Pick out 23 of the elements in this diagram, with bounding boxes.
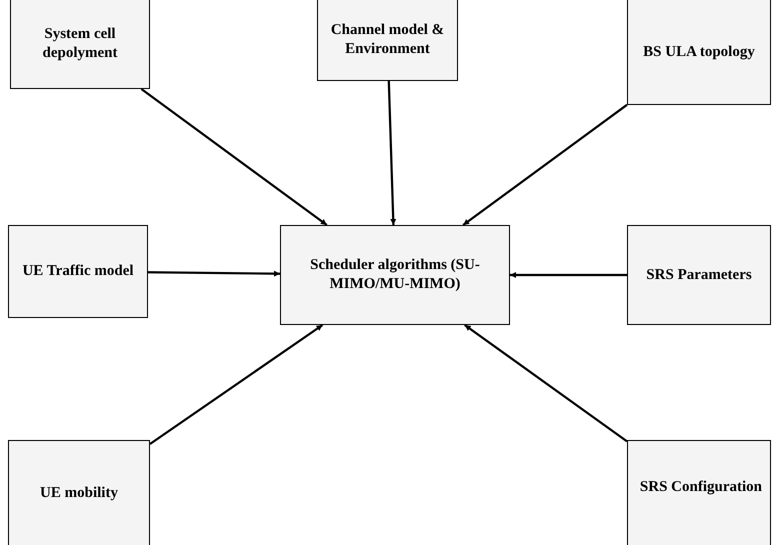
arrow (462, 104, 628, 226)
box-label: Scheduler algorithms (SU-MIMO/MU-MIMO) (309, 256, 481, 294)
box-label: SRS Parameters (646, 266, 752, 284)
process-box (280, 225, 510, 325)
process-box (8, 440, 150, 545)
arrow (140, 88, 328, 226)
arrow (388, 80, 396, 226)
arrow (149, 324, 324, 445)
box-label: System cell depolyment (42, 25, 118, 63)
box-label: BS ULA topology (643, 42, 755, 62)
arrow (464, 324, 628, 442)
arrow (148, 270, 280, 277)
box-label: UE mobility (40, 484, 118, 502)
process-box (317, 0, 458, 81)
box-label: Channel model & Environment (330, 21, 446, 59)
process-box (10, 0, 150, 89)
arrow (510, 272, 627, 278)
process-box (8, 225, 148, 318)
process-box (627, 225, 771, 325)
box-label: SRS Configuration (640, 478, 762, 496)
box-label: UE Traffic model (22, 262, 134, 281)
process-box (627, 0, 771, 105)
process-box (627, 440, 771, 545)
